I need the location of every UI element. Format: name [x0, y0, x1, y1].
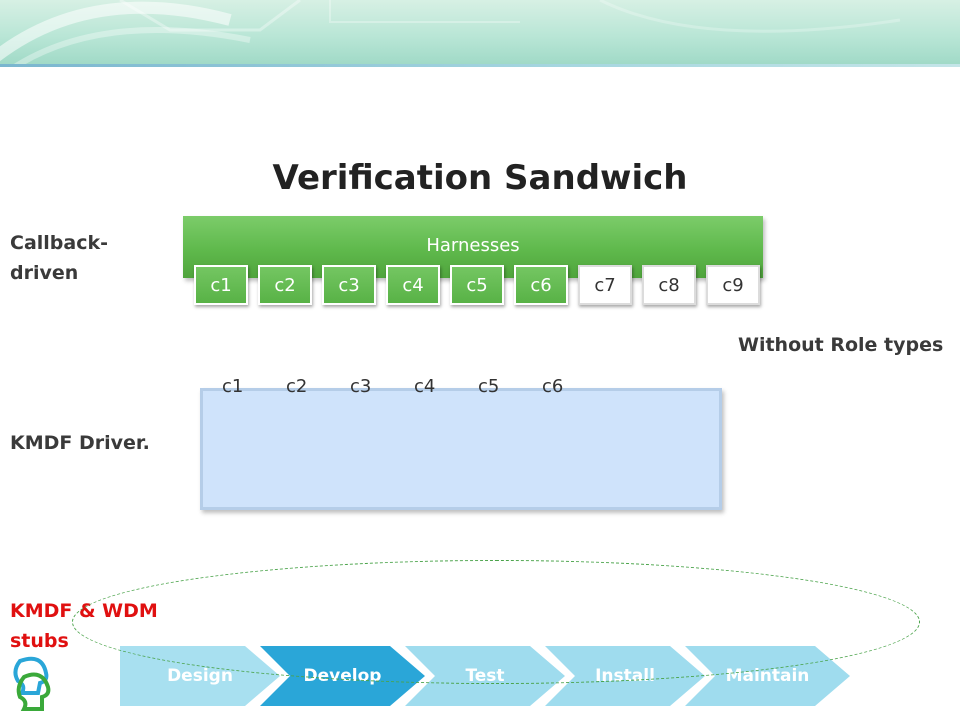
header-banner — [0, 0, 960, 66]
callback-chip: c1 — [194, 265, 248, 305]
driver-callback-label: c6 — [542, 376, 564, 397]
banner-pattern-icon — [0, 0, 901, 66]
callback-driven-line-1: Callback- — [10, 232, 108, 254]
two-heads-icon — [12, 655, 56, 717]
callback-chip: c8 — [642, 265, 696, 305]
driver-callback-label: c2 — [286, 376, 308, 397]
callback-chip: c4 — [386, 265, 440, 305]
driver-callback-label: c4 — [414, 376, 436, 397]
harnesses-label: Harnesses — [426, 235, 520, 256]
callback-driven-label: Callback- driven — [10, 228, 170, 288]
driver-callback-label: c5 — [478, 376, 500, 397]
stubs-ellipse — [72, 560, 920, 684]
driver-callback-label: c1 — [222, 376, 244, 397]
kmdf-driver-label: KMDF Driver. — [10, 432, 150, 454]
kmdf-driver-box — [200, 388, 722, 510]
banner-underline — [0, 64, 960, 67]
callback-chip: c5 — [450, 265, 504, 305]
callback-driven-line-2: driven — [10, 262, 79, 284]
step-design-label: Design — [167, 666, 233, 686]
without-role-types-label: Without Role types — [738, 334, 944, 356]
driver-callback-label: c3 — [350, 376, 372, 397]
harness-callbacks: c1 c2 c3 c4 c5 c6 c7 c8 c9 — [194, 265, 764, 305]
callback-chip: c6 — [514, 265, 568, 305]
callback-chip: c9 — [706, 265, 760, 305]
slide-title: Verification Sandwich — [272, 158, 688, 198]
callback-chip: c2 — [258, 265, 312, 305]
callback-chip: c7 — [578, 265, 632, 305]
callback-chip: c3 — [322, 265, 376, 305]
stubs-line-2: stubs — [10, 630, 69, 652]
driver-callbacks: c1 c2 c3 c4 c5 c6 — [222, 376, 606, 397]
